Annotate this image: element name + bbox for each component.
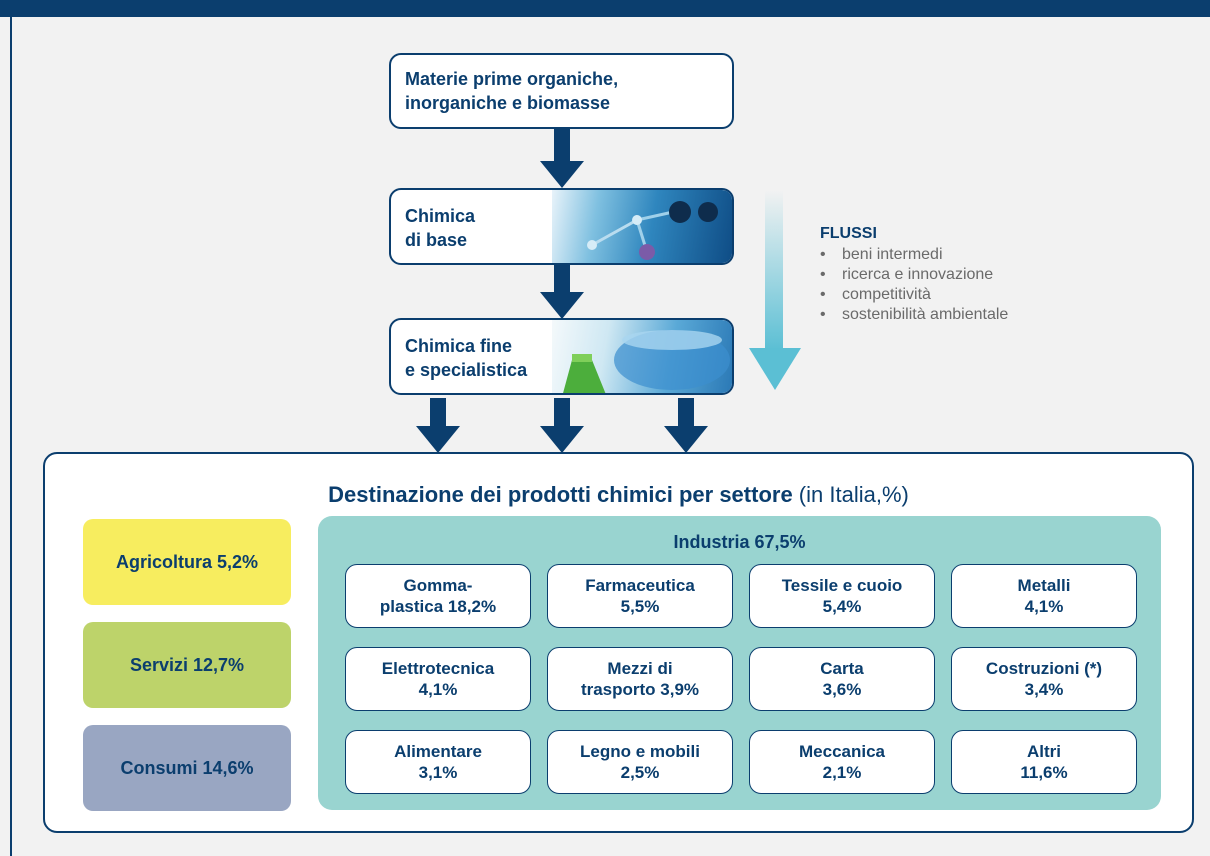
sector-cell: Meccanica 2,1% bbox=[749, 730, 935, 794]
sector-cell: Altri 11,6% bbox=[951, 730, 1137, 794]
arrow-down-icon bbox=[416, 398, 460, 453]
fine-chemistry-label: Chimica fine e specialistica bbox=[405, 336, 528, 380]
flussi-panel: FLUSSI •beni intermedi •ricerca e innova… bbox=[820, 225, 1008, 325]
arrow-down-icon bbox=[540, 129, 584, 188]
basic-chemistry-box: Chimica di base bbox=[389, 188, 734, 265]
sector-cell: Tessile e cuoio 5,4% bbox=[749, 564, 935, 628]
lab-glassware-image bbox=[552, 320, 732, 393]
sector-cell: Farmaceutica 5,5% bbox=[547, 564, 733, 628]
consumi-box: Consumi 14,6% bbox=[83, 725, 291, 811]
industria-title: Industria 67,5% bbox=[673, 532, 806, 552]
bullet-icon: • bbox=[820, 306, 826, 323]
list-item: •ricerca e innovazione bbox=[820, 266, 994, 283]
list-item: •beni intermedi bbox=[820, 246, 943, 263]
list-item: •competitività bbox=[820, 286, 931, 303]
basic-chemistry-label: Chimica di base bbox=[405, 206, 476, 250]
arrow-down-icon bbox=[540, 398, 584, 453]
destination-title: Destinazione dei prodotti chimici per se… bbox=[45, 482, 1192, 508]
raw-materials-box: Materie prime organiche, inorganiche e b… bbox=[389, 53, 734, 129]
fine-chemistry-box: Chimica fine e specialistica bbox=[389, 318, 734, 395]
sector-cell: Mezzi di trasporto 3,9% bbox=[547, 647, 733, 711]
bullet-icon: • bbox=[820, 266, 826, 283]
destination-title-note: (in Italia,%) bbox=[792, 482, 909, 507]
bullet-icon: • bbox=[820, 286, 826, 303]
sector-cell: Costruzioni (*) 3,4% bbox=[951, 647, 1137, 711]
flow-arrow-icon bbox=[749, 190, 801, 390]
bullet-icon: • bbox=[820, 246, 826, 263]
left-rule bbox=[10, 17, 12, 856]
sector-cell: Alimentare 3,1% bbox=[345, 730, 531, 794]
flussi-title: FLUSSI bbox=[820, 225, 877, 242]
sector-cell: Metalli 4,1% bbox=[951, 564, 1137, 628]
sector-cell: Legno e mobili 2,5% bbox=[547, 730, 733, 794]
destination-title-main: Destinazione dei prodotti chimici per se… bbox=[328, 482, 793, 507]
molecule-image bbox=[552, 190, 732, 263]
arrow-down-icon bbox=[540, 265, 584, 319]
sector-cell: Carta 3,6% bbox=[749, 647, 935, 711]
agricoltura-box: Agricoltura 5,2% bbox=[83, 519, 291, 605]
industria-panel: Industria 67,5% Gomma- plastica 18,2% Fa… bbox=[318, 516, 1161, 810]
destination-panel: Destinazione dei prodotti chimici per se… bbox=[43, 452, 1194, 833]
sector-cell: Gomma- plastica 18,2% bbox=[345, 564, 531, 628]
top-bar bbox=[0, 0, 1210, 17]
sector-cell: Elettrotecnica 4,1% bbox=[345, 647, 531, 711]
flussi-list: •beni intermedi •ricerca e innovazione •… bbox=[820, 245, 1008, 325]
raw-materials-label: Materie prime organiche, inorganiche e b… bbox=[405, 69, 619, 113]
arrow-down-icon bbox=[664, 398, 708, 453]
servizi-box: Servizi 12,7% bbox=[83, 622, 291, 708]
list-item: •sostenibilità ambientale bbox=[820, 306, 1009, 323]
